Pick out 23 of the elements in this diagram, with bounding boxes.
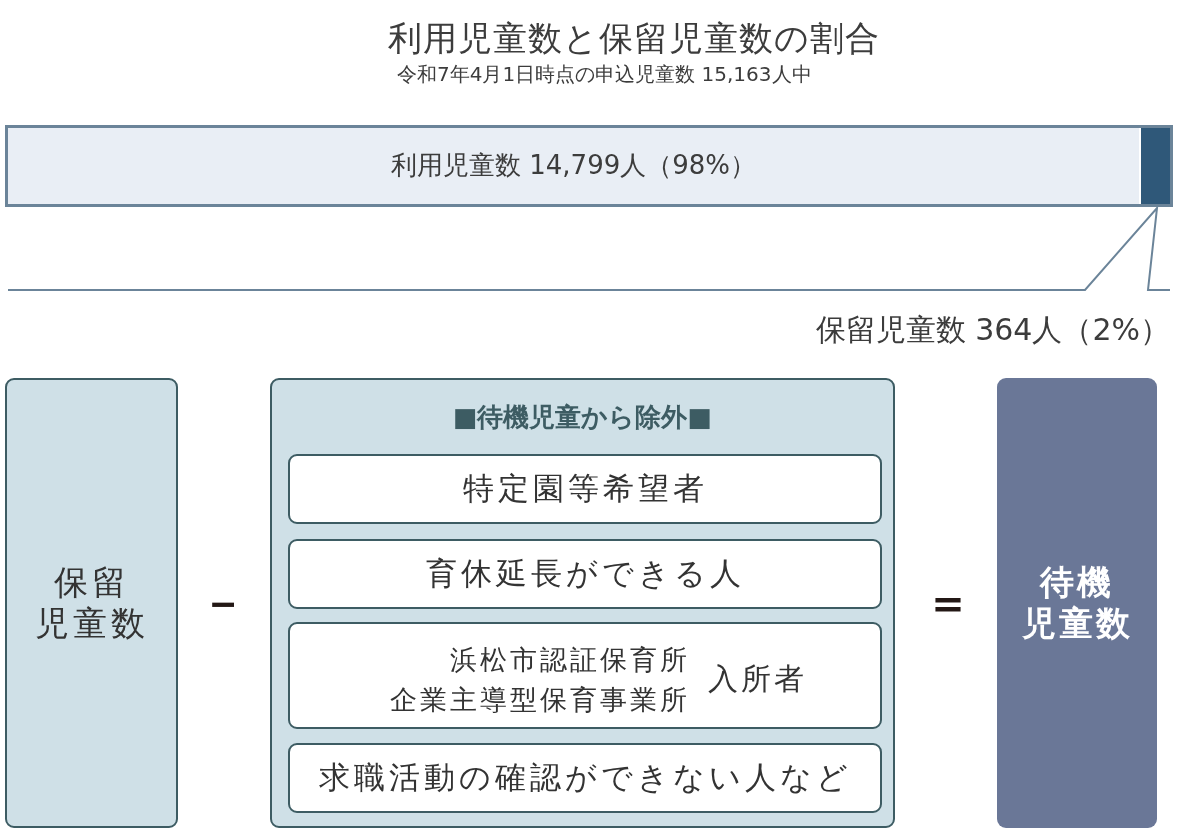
bar-label: 利用児童数 14,799人（98%）	[391, 150, 756, 182]
box-label: 育休延長ができる人	[425, 555, 745, 593]
box-label: 求職活動の確認ができない人など	[318, 759, 852, 797]
box-label: 待機児童数	[1021, 562, 1133, 644]
category-box	[288, 454, 882, 524]
category-box	[288, 539, 882, 609]
box-label: 浜松市認証保育所	[450, 643, 690, 677]
count-box	[5, 378, 178, 828]
box-label: 保留児童数	[34, 562, 149, 644]
category-box	[288, 622, 882, 729]
category-box	[288, 743, 882, 813]
result-box	[997, 378, 1157, 828]
box-label: 入所者	[708, 661, 807, 697]
panel-heading: ■待機児童から除外■	[452, 402, 713, 434]
box-label: 特定園等希望者	[462, 470, 708, 508]
diagram-title: 利用児童数と保留児童数の割合	[388, 18, 880, 59]
box-label: 企業主導型保育事業所	[390, 683, 690, 717]
equals-sign: ＝	[925, 575, 971, 631]
bar-segment	[1141, 128, 1170, 204]
exclusion-panel	[270, 378, 895, 828]
subtitle-text: 令和7年4月1日時点の申込児童数 15,163人中	[397, 62, 812, 86]
minus-sign: －	[200, 575, 246, 631]
value-label: 保留児童数 364人（2%）	[815, 312, 1170, 348]
